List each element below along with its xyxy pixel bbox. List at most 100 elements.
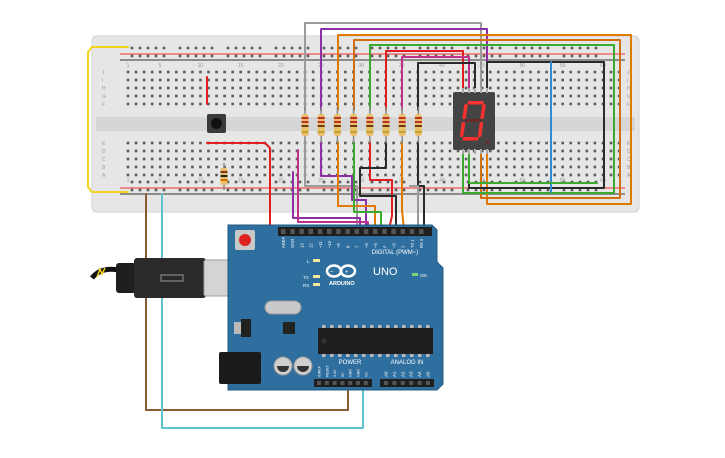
power-pin-socket[interactable]	[332, 381, 337, 385]
terminal-hole[interactable]	[448, 165, 452, 169]
terminal-hole[interactable]	[215, 165, 218, 169]
terminal-hole[interactable]	[183, 157, 186, 161]
rail-hole[interactable]	[130, 188, 134, 192]
terminal-hole[interactable]	[239, 86, 242, 90]
terminal-hole[interactable]	[199, 86, 202, 90]
terminal-hole[interactable]	[271, 173, 275, 177]
terminal-hole[interactable]	[577, 173, 581, 177]
rail-hole[interactable]	[346, 188, 350, 192]
terminal-hole[interactable]	[344, 165, 347, 169]
terminal-hole[interactable]	[529, 86, 532, 90]
terminal-hole[interactable]	[545, 173, 548, 177]
terminal-hole[interactable]	[287, 102, 291, 106]
terminal-hole[interactable]	[505, 141, 508, 145]
terminal-hole[interactable]	[231, 86, 234, 90]
power-pin-socket[interactable]	[348, 381, 353, 385]
terminal-hole[interactable]	[408, 78, 412, 82]
terminal-hole[interactable]	[231, 173, 234, 177]
rail-hole[interactable]	[274, 54, 278, 58]
terminal-hole[interactable]	[569, 94, 573, 98]
terminal-hole[interactable]	[424, 173, 428, 177]
terminal-hole[interactable]	[561, 78, 564, 82]
terminal-hole[interactable]	[175, 70, 178, 74]
terminal-hole[interactable]	[166, 70, 170, 74]
rail-hole[interactable]	[274, 46, 278, 50]
terminal-hole[interactable]	[488, 149, 492, 153]
terminal-hole[interactable]	[601, 165, 605, 169]
rail-hole[interactable]	[146, 46, 150, 50]
rail-hole[interactable]	[210, 180, 214, 184]
terminal-hole[interactable]	[166, 149, 170, 153]
rail-hole[interactable]	[274, 188, 278, 192]
terminal-hole[interactable]	[521, 173, 524, 177]
terminal-hole[interactable]	[360, 94, 363, 98]
power-pin-socket[interactable]	[324, 381, 329, 385]
terminal-hole[interactable]	[360, 70, 363, 74]
terminal-hole[interactable]	[497, 86, 500, 90]
terminal-hole[interactable]	[464, 86, 468, 90]
terminal-hole[interactable]	[497, 102, 500, 106]
rail-hole[interactable]	[394, 54, 398, 58]
terminal-hole[interactable]	[271, 78, 275, 82]
rail-hole[interactable]	[338, 54, 342, 58]
terminal-hole[interactable]	[134, 141, 138, 145]
analog-pin-socket[interactable]	[417, 381, 422, 385]
terminal-hole[interactable]	[448, 102, 452, 106]
terminal-hole[interactable]	[464, 78, 468, 82]
rail-hole[interactable]	[466, 188, 470, 192]
terminal-hole[interactable]	[513, 78, 516, 82]
terminal-hole[interactable]	[456, 165, 460, 169]
wire-cyan-5v[interactable]	[161, 193, 364, 429]
rail-hole[interactable]	[442, 188, 446, 192]
terminal-hole[interactable]	[577, 78, 581, 82]
terminal-hole[interactable]	[223, 149, 226, 153]
terminal-hole[interactable]	[327, 102, 331, 106]
rail-hole[interactable]	[234, 46, 238, 50]
terminal-hole[interactable]	[207, 157, 210, 161]
rail-hole[interactable]	[242, 180, 246, 184]
terminal-hole[interactable]	[279, 78, 283, 82]
terminal-hole[interactable]	[223, 78, 226, 82]
terminal-hole[interactable]	[191, 173, 194, 177]
rail-hole[interactable]	[370, 54, 374, 58]
terminal-hole[interactable]	[440, 157, 444, 161]
rail-hole[interactable]	[562, 54, 566, 58]
terminal-hole[interactable]	[601, 70, 605, 74]
rail-hole[interactable]	[202, 54, 206, 58]
terminal-hole[interactable]	[609, 86, 613, 90]
terminal-hole[interactable]	[408, 165, 412, 169]
terminal-hole[interactable]	[585, 173, 589, 177]
rail-hole[interactable]	[298, 46, 302, 50]
rail-hole[interactable]	[162, 46, 166, 50]
rail-hole[interactable]	[490, 54, 494, 58]
terminal-hole[interactable]	[488, 165, 492, 169]
rail-hole[interactable]	[178, 46, 182, 50]
terminal-hole[interactable]	[376, 173, 379, 177]
terminal-hole[interactable]	[158, 86, 162, 90]
terminal-hole[interactable]	[505, 157, 508, 161]
terminal-hole[interactable]	[255, 70, 259, 74]
wire-orange2-to-pin[interactable]	[401, 141, 405, 230]
terminal-hole[interactable]	[440, 173, 444, 177]
terminal-hole[interactable]	[472, 157, 476, 161]
digital-pin-socket[interactable]	[281, 229, 286, 234]
rail-hole[interactable]	[138, 180, 142, 184]
terminal-hole[interactable]	[513, 157, 516, 161]
rail-hole[interactable]	[570, 46, 574, 50]
rail-hole[interactable]	[426, 188, 430, 192]
terminal-hole[interactable]	[497, 173, 500, 177]
terminal-hole[interactable]	[392, 86, 395, 90]
terminal-hole[interactable]	[472, 173, 476, 177]
terminal-hole[interactable]	[150, 70, 154, 74]
rail-hole[interactable]	[194, 54, 198, 58]
wire-brown-gnd[interactable]	[145, 193, 349, 411]
rail-hole[interactable]	[330, 180, 334, 184]
wire-gray2-to-pin[interactable]	[409, 185, 419, 230]
wire-orange2-segment-d[interactable]	[353, 39, 621, 199]
terminal-hole[interactable]	[263, 94, 267, 98]
rail-hole[interactable]	[258, 180, 262, 184]
terminal-hole[interactable]	[207, 78, 210, 82]
rail-hole[interactable]	[530, 188, 534, 192]
rail-hole[interactable]	[482, 54, 486, 58]
